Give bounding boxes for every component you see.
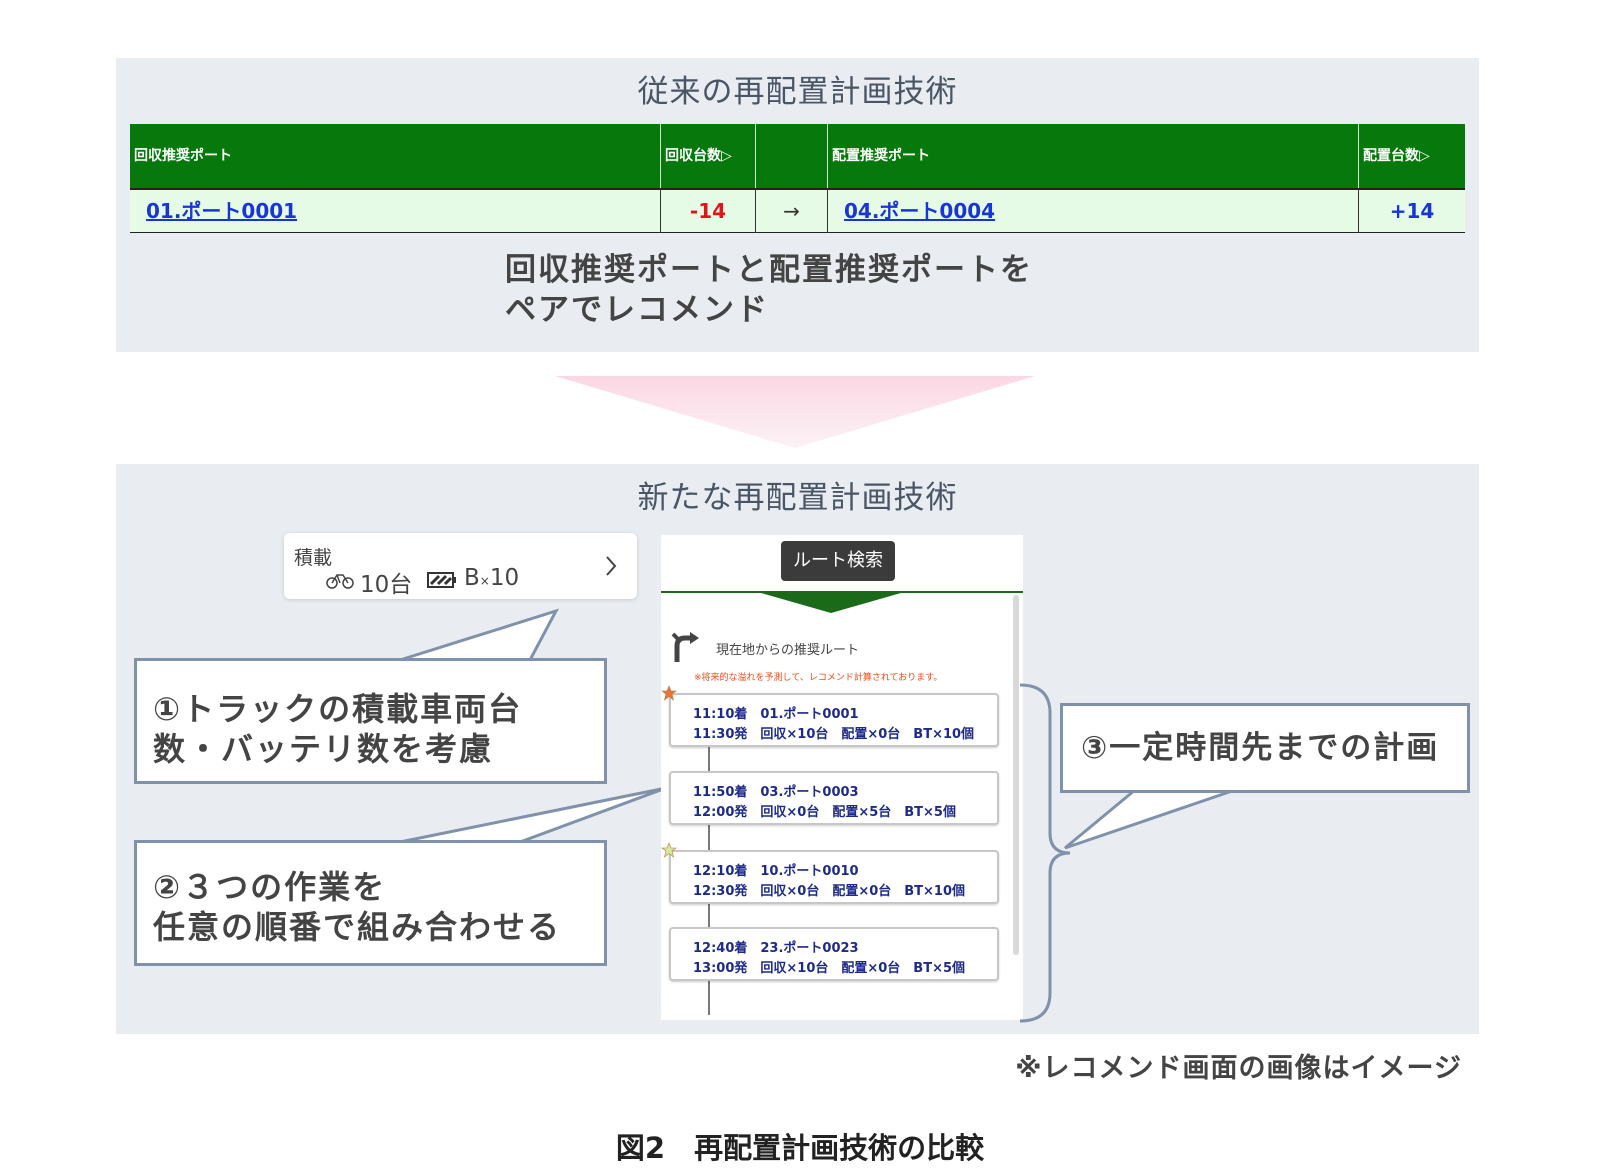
new-method-title: 新たな再配置計画技術 <box>637 480 958 516</box>
chevron-right-icon <box>606 556 617 576</box>
stop-arrival: 11:50着 03.ポート0003 <box>693 785 859 800</box>
scrollbar[interactable] <box>1013 595 1019 955</box>
route-stop-card[interactable]: 11:10着 01.ポート0001 11:30発 回収×10台 配置×0台 BT×… <box>669 693 999 747</box>
deploy-count: +14 <box>1389 199 1435 223</box>
pair-arrow: → <box>783 199 800 223</box>
callout2-line1: ②３つの作業を <box>153 868 387 906</box>
header-collect-port: 回収推奨ポート <box>134 148 232 164</box>
stop-departure: 11:30発 回収×10台 配置×0台 BT×10個 <box>693 727 975 742</box>
battery-count: 10 <box>489 565 520 591</box>
recommend-screen: ルート検索 現在地からの推奨ルート ※将来的な溢れを予測して、レコメンド計算され… <box>661 535 1023 1020</box>
route-stop-card[interactable]: 12:40着 23.ポート0023 13:00発 回収×10台 配置×0台 BT×… <box>669 927 999 981</box>
star-icon <box>661 842 677 858</box>
header-divider <box>660 124 661 188</box>
bike-count: 10台 <box>360 572 413 598</box>
cell-divider <box>1358 188 1359 233</box>
deploy-port-link[interactable]: 04.ポート0004 <box>844 199 996 223</box>
header-divider <box>1358 124 1359 188</box>
stop-arrival: 12:40着 23.ポート0023 <box>693 941 859 956</box>
callout-time-horizon: ③一定時間先までの計画 <box>1060 703 1470 793</box>
old-caption-line1: 回収推奨ポートと配置推奨ポートを <box>505 252 1033 288</box>
header-divider <box>827 124 828 188</box>
image-footnote: ※レコメンド画面の画像はイメージ <box>1015 1053 1462 1084</box>
route-search-button[interactable]: ルート検索 <box>781 541 895 581</box>
load-label: 積載 <box>294 547 333 569</box>
stop-arrival: 12:10着 10.ポート0010 <box>693 864 859 879</box>
old-method-title: 従来の再配置計画技術 <box>637 74 958 110</box>
route-header: 現在地からの推奨ルート <box>716 643 860 658</box>
old-caption-line2: ペアでレコメンド <box>505 292 769 328</box>
star-icon <box>661 685 677 701</box>
table-header-row: 回収推奨ポート 回収台数▷ 配置推奨ポート 配置台数▷ <box>130 124 1465 188</box>
battery-readout: B×10 <box>464 565 519 591</box>
route-stop-card[interactable]: 12:10着 10.ポート0010 12:30発 回収×0台 配置×0台 BT×1… <box>669 850 999 904</box>
green-pointer-icon <box>761 593 901 613</box>
battery-mult: × <box>479 574 490 588</box>
route-stop-card[interactable]: 11:50着 03.ポート0003 12:00発 回収×0台 配置×5台 BT×5… <box>669 771 999 825</box>
stop-departure: 13:00発 回収×10台 配置×0台 BT×5個 <box>693 961 966 976</box>
old-method-caption: 回収推奨ポートと配置推奨ポートを ペアでレコメンド <box>505 250 1033 330</box>
collect-port-link[interactable]: 01.ポート0001 <box>146 199 298 223</box>
callout1-line2: 数・バッテリ数を考慮 <box>153 730 494 768</box>
battery-icon <box>427 572 456 588</box>
cell-divider <box>660 188 661 233</box>
collect-count: -14 <box>689 199 727 223</box>
stop-arrival: 11:10着 01.ポート0001 <box>693 707 859 722</box>
figure-caption: 図2 再配置計画技術の比較 <box>615 1131 985 1165</box>
bicycle-icon <box>326 574 354 589</box>
header-collect-count: 回収台数▷ <box>665 148 732 164</box>
route-turn-icon <box>671 632 699 662</box>
load-tile[interactable]: 積載 10台 B×10 <box>284 533 637 599</box>
header-divider <box>755 124 756 188</box>
battery-prefix: B <box>464 565 480 591</box>
old-recommend-table: 回収推奨ポート 回収台数▷ 配置推奨ポート 配置台数▷ 01.ポート0001 -… <box>130 124 1465 233</box>
callout2-line2: 任意の順番で組み合わせる <box>153 908 562 946</box>
recommend-note: ※将来的な溢れを予測して、レコメンド計算されております。 <box>694 673 943 683</box>
stop-departure: 12:00発 回収×0台 配置×5台 BT×5個 <box>693 805 956 820</box>
header-deploy-port: 配置推奨ポート <box>832 148 930 164</box>
cell-divider <box>755 188 756 233</box>
range-bracket <box>1020 683 1071 1023</box>
callout1-line1: ①トラックの積載車両台 <box>153 690 523 728</box>
header-deploy-count: 配置台数▷ <box>1363 148 1430 164</box>
cell-divider <box>827 188 828 233</box>
callout-load-capacity: ①トラックの積載車両台 数・バッテリ数を考慮 <box>134 658 607 784</box>
table-row: 01.ポート0001 -14 → 04.ポート0004 +14 <box>130 188 1465 233</box>
stop-departure: 12:30発 回収×0台 配置×0台 BT×10個 <box>693 884 966 899</box>
callout3-text: ③一定時間先までの計画 <box>1081 730 1440 766</box>
header-divider <box>661 591 1023 593</box>
down-arrow-icon <box>555 376 1035 448</box>
callout-task-order: ②３つの作業を 任意の順番で組み合わせる <box>134 840 607 966</box>
